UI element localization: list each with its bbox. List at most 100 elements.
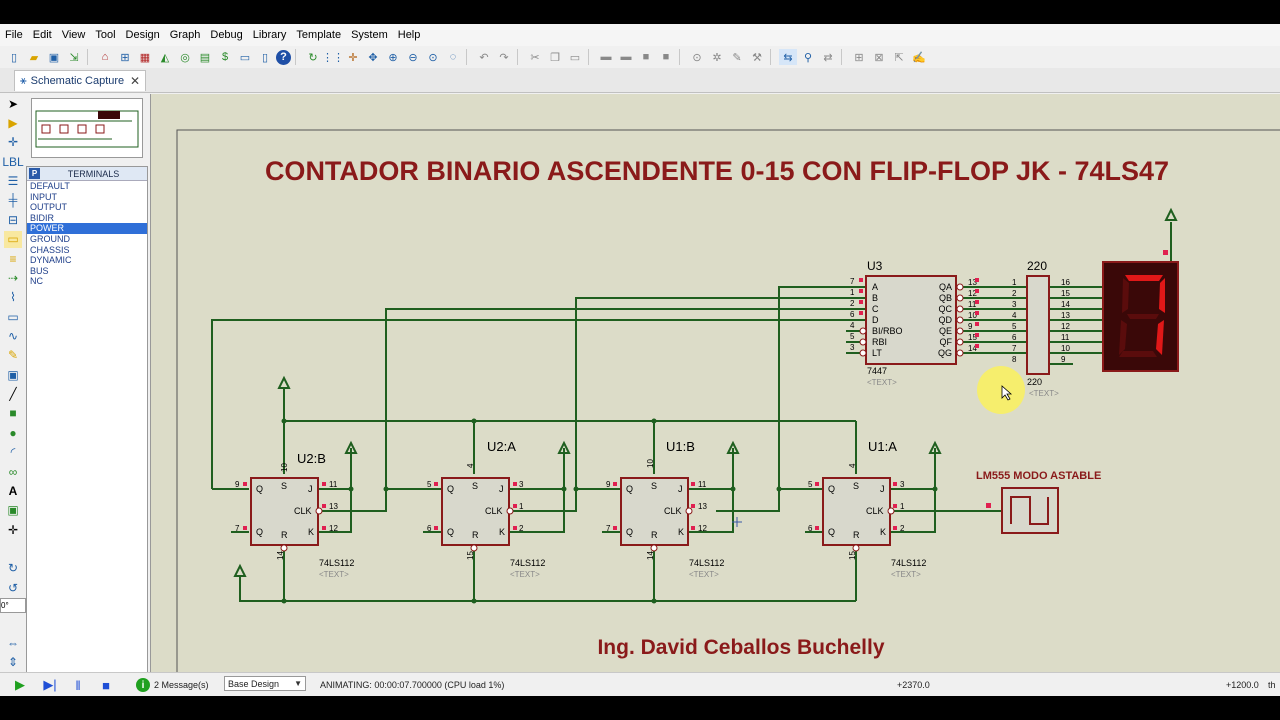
graph-mode-icon[interactable]: ⇢ [7, 270, 19, 285]
text-icon[interactable]: A [8, 483, 18, 498]
zoom-out-icon[interactable]: ⊖ [408, 51, 418, 64]
bill-of-materials-icon[interactable]: $ [221, 51, 229, 63]
home-icon[interactable]: ⌂ [101, 51, 109, 63]
flipflop-u2a[interactable]: U2:A 74LS112 <TEXT> Q S J CLK Q R K 4 3 … [427, 439, 545, 579]
menu-tool[interactable]: Tool [95, 29, 116, 41]
decompose-icon[interactable]: ⚒ [752, 51, 762, 64]
tab-schematic-capture[interactable]: ⚹ Schematic Capture ✕ [14, 70, 146, 91]
terminal-item-chassis[interactable]: CHASSIS [30, 244, 70, 255]
terminal-item-bus[interactable]: BUS [30, 265, 49, 276]
refresh-icon[interactable]: ↻ [308, 51, 318, 64]
stop-icon[interactable]: ■ [102, 677, 110, 693]
menu-view[interactable]: View [61, 29, 86, 41]
redo-icon[interactable]: ↷ [499, 51, 509, 64]
bus-icon[interactable]: ╪ [8, 193, 18, 208]
copy-icon[interactable]: ❐ [550, 51, 560, 64]
flipflop-u2b[interactable]: U2:B 74LS112 <TEXT> Q S J CLK Q R K 10 1… [235, 451, 354, 579]
paste-icon[interactable]: ▭ [569, 51, 581, 64]
terminal-item-power[interactable]: POWER [27, 223, 147, 234]
notes-icon[interactable]: ▯ [261, 51, 269, 64]
component-mode-icon[interactable]: ▶ [8, 116, 18, 131]
cut-icon[interactable]: ✂ [530, 51, 540, 64]
terminal-item-ground[interactable]: GROUND [30, 233, 70, 244]
block-copy-icon[interactable]: ▬ [600, 51, 612, 63]
generator-mode-icon[interactable]: ▭ [7, 309, 19, 324]
design-explorer-icon[interactable]: ▤ [199, 51, 211, 64]
pick-device-icon[interactable]: ⊙ [692, 51, 702, 64]
path-icon[interactable]: ∞ [8, 464, 18, 479]
block-rotate-icon[interactable]: ■ [642, 51, 650, 63]
wire-autorouter-icon[interactable]: ⇆ [779, 49, 797, 65]
terminal-item-default[interactable]: DEFAULT [30, 181, 70, 191]
circle-icon[interactable]: ● [9, 425, 17, 440]
wire-label-icon[interactable]: LBL [2, 154, 24, 169]
menu-edit[interactable]: Edit [32, 29, 52, 41]
rotation-angle-field[interactable]: 0° [0, 598, 26, 613]
lm555-generator[interactable]: LM555 MODO ASTABLE [976, 470, 1101, 534]
menu-library[interactable]: Library [252, 29, 287, 41]
3d-view-icon[interactable]: ◭ [160, 51, 170, 64]
voltage-probe-icon[interactable]: ∿ [7, 328, 19, 343]
overview-window[interactable] [31, 98, 143, 158]
junction-dot-icon[interactable]: ✛ [7, 135, 19, 150]
symbol-icon[interactable]: ▣ [7, 503, 19, 518]
flipflop-u1b[interactable]: U1:B 74LS112 <TEXT> Q S J CLK Q R K 10 1… [606, 439, 724, 579]
seven-segment-display[interactable] [1102, 250, 1179, 372]
import-icon[interactable]: ⇲ [69, 51, 79, 64]
terminal-item-dynamic[interactable]: DYNAMIC [30, 255, 72, 266]
menu-debug[interactable]: Debug [210, 29, 243, 41]
pcb-icon[interactable]: ▦ [139, 51, 151, 64]
menu-system[interactable]: System [351, 29, 388, 41]
grid-icon[interactable]: ⋮⋮ [322, 51, 344, 64]
current-probe-icon[interactable]: ✎ [7, 348, 19, 363]
flipflop-u1a[interactable]: U1:A 74LS112 <TEXT> Q S J CLK Q R K 4 3 … [808, 439, 926, 579]
exit-to-parent-icon[interactable]: ⇱ [894, 51, 904, 64]
zoom-all-icon[interactable]: ⊙ [428, 51, 438, 64]
box-icon[interactable]: ■ [9, 406, 17, 421]
tape-recorder-icon[interactable]: ⌇ [10, 290, 16, 305]
block-delete-icon[interactable]: ■ [662, 51, 670, 63]
design-selector[interactable]: Base Design ▼ [224, 676, 306, 691]
menu-help[interactable]: Help [397, 29, 421, 41]
marker-icon[interactable]: ✛ [7, 522, 19, 537]
resistor-network-220[interactable]: 220 220 <TEXT> 1 2 3 4 5 6 7 8 16 15 14 [1012, 259, 1070, 398]
pick-terminal-button[interactable]: P [29, 168, 40, 179]
terminals-mode-icon[interactable]: ▭ [4, 230, 22, 248]
search-icon[interactable]: ⚲ [803, 51, 813, 64]
terminal-item-input[interactable]: INPUT [30, 191, 57, 202]
property-assignment-icon[interactable]: ⇄ [823, 51, 833, 64]
terminal-item-nc[interactable]: NC [30, 276, 43, 287]
gerber-icon[interactable]: ◎ [180, 51, 190, 64]
decoder-u3[interactable]: U3 7447 <TEXT> A B C D BI/RBO RBI LT 7 1… [850, 259, 977, 387]
block-move-icon[interactable]: ▬ [620, 51, 632, 63]
line-icon[interactable]: ╱ [9, 387, 17, 402]
help-icon[interactable]: ? [276, 49, 291, 65]
virtual-instruments-icon[interactable]: ▣ [7, 367, 19, 382]
undo-icon[interactable]: ↶ [479, 51, 489, 64]
zoom-in-icon[interactable]: ⊕ [388, 51, 398, 64]
close-icon[interactable]: ✕ [129, 74, 140, 88]
terminal-item-bidir[interactable]: BIDIR [30, 212, 55, 223]
rotate-clockwise-icon[interactable]: ↻ [7, 561, 19, 576]
mirror-horizontal-icon[interactable]: ⇔ [7, 635, 19, 650]
menu-file[interactable]: File [5, 29, 23, 41]
save-icon[interactable]: ▣ [48, 51, 60, 64]
new-sheet-icon[interactable]: ⊞ [854, 51, 864, 64]
step-icon[interactable]: ▶| [43, 677, 57, 692]
origin-icon[interactable]: ✛ [348, 51, 358, 64]
schematic-canvas[interactable]: CONTADOR BINARIO ASCENDENTE 0-15 CON FLI… [150, 94, 1280, 672]
new-file-icon[interactable]: ▯ [10, 51, 18, 64]
rotate-anticlockwise-icon[interactable]: ↺ [7, 580, 19, 595]
source-code-icon[interactable]: ▭ [239, 51, 251, 64]
text-script-icon[interactable]: ☰ [7, 174, 19, 189]
pan-icon[interactable]: ✥ [368, 51, 378, 64]
zoom-area-icon[interactable]: ◌ [449, 51, 457, 63]
schematic-icon[interactable]: ⊞ [120, 51, 130, 64]
selection-mode-icon[interactable]: ➤ [7, 96, 19, 111]
menu-graph[interactable]: Graph [169, 29, 201, 41]
subcircuit-icon[interactable]: ⊟ [7, 212, 19, 227]
netlist-icon[interactable]: ✍ [912, 51, 926, 64]
make-device-icon[interactable]: ✲ [712, 51, 722, 64]
arc-icon[interactable]: ◜ [10, 445, 16, 460]
menu-template[interactable]: Template [296, 29, 342, 41]
